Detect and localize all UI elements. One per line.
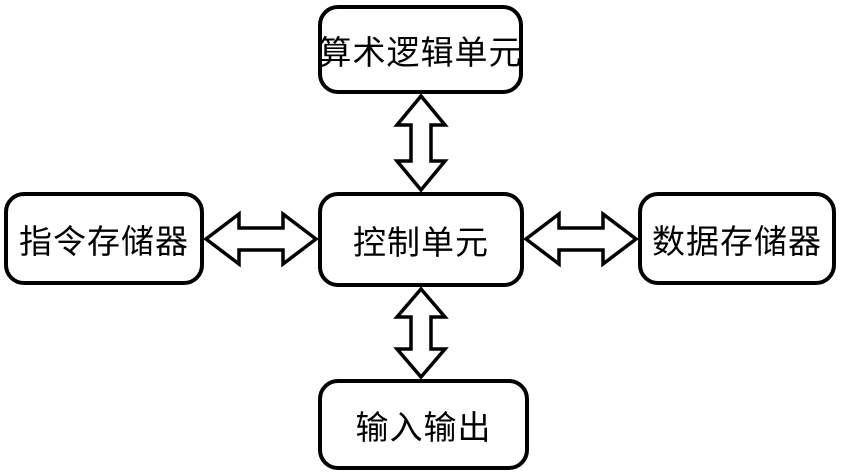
double-arrow-icon-control-to-data-memory [524, 210, 638, 268]
node-label-alu: 算术逻辑单元 [318, 32, 523, 72]
double-arrow-icon-control-to-io [393, 287, 449, 379]
node-label-input-output: 输入输出 [355, 407, 492, 447]
node-label-control-unit: 控制单元 [353, 222, 489, 262]
node-label-data-memory: 数据存储器 [652, 221, 822, 261]
node-label-instruction-memory: 指令存储器 [19, 221, 189, 261]
node-arithmetic-logic-unit: 算术逻辑单元 [318, 5, 523, 94]
double-arrow-icon-control-to-alu [393, 94, 449, 192]
node-control-unit: 控制单元 [318, 192, 524, 287]
double-arrow-icon-control-to-instruction-memory [204, 210, 318, 268]
node-instruction-memory: 指令存储器 [4, 192, 204, 285]
node-data-memory: 数据存储器 [638, 192, 836, 285]
node-input-output: 输入输出 [318, 379, 529, 470]
